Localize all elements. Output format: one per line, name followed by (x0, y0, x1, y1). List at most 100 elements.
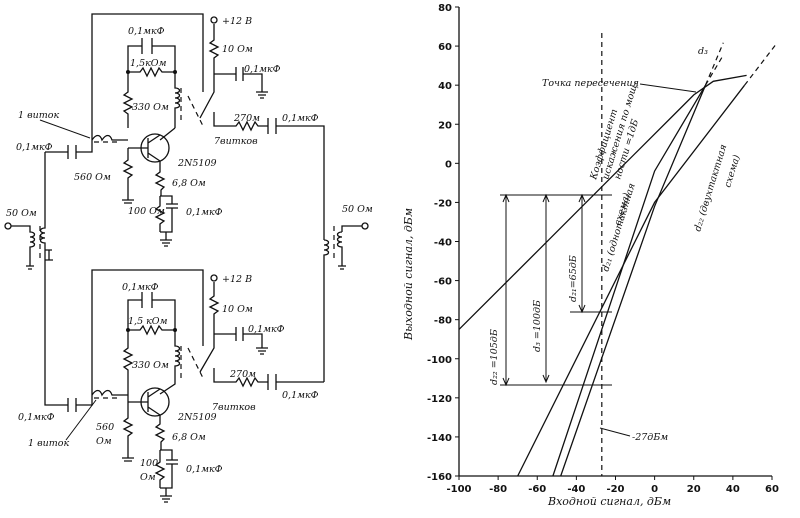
top-r-supply (199, 24, 220, 119)
top-output-path (213, 112, 325, 240)
bottom-feedback-loop (91, 269, 204, 395)
x-tick-label: 40 (726, 484, 740, 495)
bottom-amplifier: 0,1мкФ 1,5 кОм 330 Ом 2N5109 6,8 Ом 100 … (18, 269, 324, 503)
series-extension-4 (744, 43, 777, 86)
bottom-r-supply (199, 282, 220, 373)
bottom-output-path (213, 368, 324, 390)
bottom-winding-primary-label: 1 виток (28, 438, 69, 449)
top-feedback-cap-wire (127, 45, 176, 72)
top-c-in-label: 0,1мкФ (16, 142, 53, 153)
bottom-r-emitter2 (154, 449, 173, 488)
series-line-2 (552, 84, 707, 477)
x-tick-label: -20 (606, 484, 624, 495)
series-line-1 (458, 74, 747, 330)
bottom-transistor-label: 2N5109 (177, 412, 217, 423)
top-c-emitter (160, 203, 178, 233)
top-output-core (187, 95, 205, 129)
bottom-r-base-label-1: 560 (96, 422, 114, 433)
top-collector-coil (174, 72, 181, 128)
top-r-base (122, 148, 134, 204)
top-r-base-label: 560 Ом (74, 172, 111, 183)
top-winding-pointer (39, 119, 91, 139)
bottom-r-out-label: 270м (229, 369, 256, 380)
top-feedback-cap (141, 38, 153, 54)
top-r-feedback-label: 1,5кОм (130, 58, 167, 69)
y-tick-label: 40 (438, 81, 452, 92)
intercept-label: Точка пересечения (542, 78, 639, 89)
series-extension-2 (704, 54, 724, 86)
bottom-feedback-cap-wire (127, 299, 176, 330)
top-amplifier: 0,1мкФ 1,5кОм 330 Ом 2N5109 6,8 Ом 100 О… (16, 13, 325, 247)
x-tick-label: -40 (567, 484, 585, 495)
y-tick-label: -40 (434, 238, 452, 249)
ref-label: -27дБм (632, 432, 668, 443)
bottom-supply-label: +12 В (222, 274, 252, 285)
top-ground-1 (160, 232, 172, 247)
bottom-r-feedback (128, 324, 175, 336)
d21-bracket (570, 193, 612, 314)
io-transformers: 50 Ом 50 Ом (4, 152, 373, 406)
bottom-c-out-label: 0,1мкФ (282, 390, 319, 401)
input-impedance-label: 50 Ом (6, 208, 37, 219)
top-c-emitter-label: 0,1мкФ (186, 207, 223, 218)
d3-dynamic-label: d₃ =100дБ (532, 300, 543, 352)
y-tick-label: -80 (434, 316, 452, 327)
bottom-input-winding (91, 389, 128, 397)
bottom-output-core (187, 347, 205, 381)
d3-curve-label: d₃ (698, 46, 708, 57)
d22-dynamic-label: d₂₂ =105дБ (489, 329, 500, 385)
series-extension-3 (704, 42, 724, 86)
output-terminal (361, 222, 369, 230)
output-transformer-secondary (336, 225, 362, 270)
top-r-out-label: 270м (233, 113, 260, 124)
top-r-emitter2 (154, 195, 173, 232)
x-tick-label: 0 (651, 484, 658, 495)
top-r-collector (122, 72, 134, 128)
series-line-3 (560, 84, 707, 477)
x-tick-label: 60 (765, 484, 779, 495)
top-transistor-leads (128, 134, 161, 162)
output-impedance-label: 50 Ом (342, 204, 373, 215)
top-supply-terminal (210, 16, 218, 24)
y-tick-label: -20 (434, 198, 452, 209)
bottom-r-emitter2-label-2: Ом (140, 472, 156, 483)
top-c-in (45, 140, 93, 159)
top-input-winding (91, 134, 128, 142)
input-terminal (4, 222, 12, 230)
top-feedback-loop (91, 13, 204, 140)
output-transformer-primary (323, 239, 330, 382)
chart-series (458, 42, 777, 477)
input-center-tap (45, 249, 53, 261)
intercept-pointer (639, 83, 697, 93)
bottom-winding-pointer (65, 399, 97, 441)
bottom-r-collector-label: 330 Ом (132, 360, 169, 371)
input-transformer-secondary (39, 152, 68, 406)
top-supply-label: +12 В (222, 16, 252, 27)
top-transistor-label: 2N5109 (177, 158, 217, 169)
x-tick-label: -80 (489, 484, 507, 495)
y-tick-label: -120 (427, 394, 452, 405)
y-tick-label: -160 (427, 472, 452, 483)
top-c-supply-label: 0,1мкФ (244, 64, 281, 75)
bottom-supply-terminal (210, 274, 218, 282)
top-c-feedback-label: 0,1мкФ (128, 26, 165, 37)
bottom-ground-1 (160, 488, 172, 503)
input-transformer-primary (11, 225, 36, 270)
top-r-collector-label: 330 Ом (132, 102, 169, 113)
bottom-r-collector (122, 330, 134, 402)
y-tick-label: 60 (438, 42, 452, 53)
x-axis-label: Входной сигнал, дБм (547, 495, 671, 508)
bottom-c-in-label: 0,1мкФ (18, 412, 55, 423)
d21-dynamic-label: d₂₁=65дБ (568, 255, 579, 302)
x-tick-label: -100 (446, 484, 471, 495)
bottom-r-base (122, 402, 134, 462)
top-r-emitter2-label: 100 Ом (128, 206, 165, 217)
top-collector-lead (159, 127, 176, 141)
bottom-r-emitter-label: 6,8 Ом (172, 432, 206, 443)
bottom-r-base-label-2: Ом (96, 436, 112, 447)
